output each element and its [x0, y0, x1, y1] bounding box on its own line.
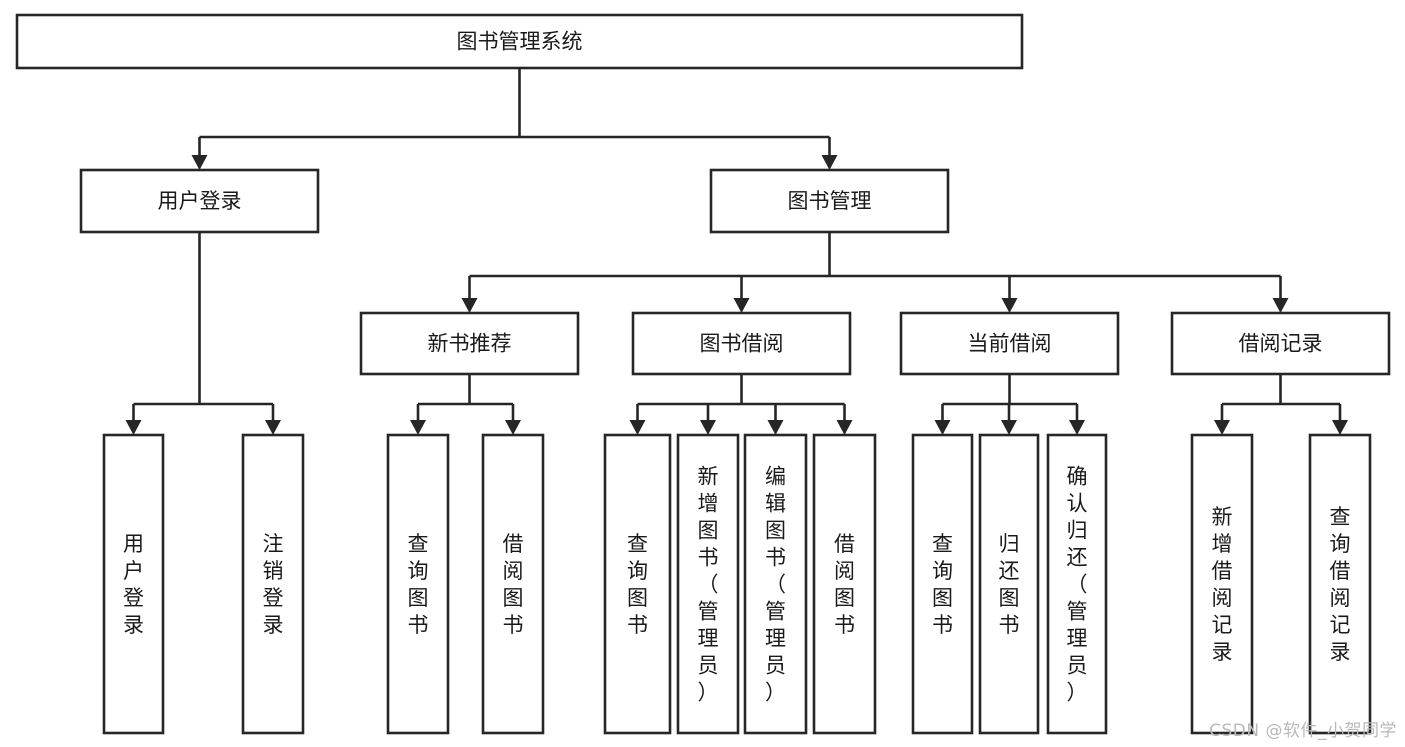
node-label: 图书借阅 [700, 332, 784, 356]
node-box-rect [603, 433, 672, 735]
connector-lines-group [125, 68, 1348, 435]
arrow-head-icon [821, 155, 838, 170]
node-leaf-10[interactable]: 确认归还（管理员） [1046, 433, 1108, 735]
node-leaf-7[interactable]: 借阅图书 [812, 433, 877, 735]
node-box-rect [241, 433, 305, 735]
node-label: 图书管理 [788, 189, 872, 213]
arrow-head-icon [836, 420, 853, 435]
arrow-head-icon [265, 420, 281, 435]
node-label: 新增借阅记录 [1212, 505, 1233, 664]
arrow-head-icon [1214, 420, 1230, 435]
node-leaf-12[interactable]: 查询借阅记录 [1308, 433, 1372, 735]
node-label: 查询图书 [932, 532, 953, 637]
node-label: 借阅记录 [1239, 332, 1323, 356]
node-label: 编辑图书（管理员） [765, 465, 786, 705]
node-box-rect [911, 433, 974, 735]
node-label: 归还图书 [999, 532, 1020, 637]
node-label: 借阅图书 [834, 532, 855, 637]
node-box-rect [1308, 433, 1372, 735]
node-root-0[interactable]: 图书管理系统 [15, 13, 1024, 70]
node-label: 当前借阅 [968, 332, 1052, 356]
node-label: 查询借阅记录 [1330, 505, 1351, 664]
arrow-head-icon [125, 420, 142, 435]
node-leaf-11[interactable]: 新增借阅记录 [1190, 433, 1254, 735]
node-box-rect [359, 311, 580, 376]
node-label: 新书推荐 [428, 332, 512, 356]
node-level2-0[interactable]: 新书推荐 [359, 311, 580, 376]
arrow-head-icon [700, 420, 716, 435]
node-box-rect [1170, 311, 1391, 376]
node-level1-1[interactable]: 图书管理 [709, 168, 950, 234]
node-leaf-6[interactable]: 编辑图书（管理员） [743, 433, 808, 735]
arrow-head-icon [767, 420, 784, 435]
node-box-rect [79, 168, 320, 234]
node-leaf-3[interactable]: 借阅图书 [481, 433, 545, 735]
node-box-rect [15, 13, 1024, 70]
node-box-rect [812, 433, 877, 735]
node-box-rect [631, 311, 852, 376]
arrow-head-icon [505, 420, 521, 435]
arrow-head-icon [1001, 420, 1017, 435]
node-box-rect [743, 433, 808, 735]
node-label: 注销登录 [263, 532, 284, 637]
node-box-rect [102, 433, 165, 735]
arrow-head-icon [191, 155, 208, 170]
node-leaf-1[interactable]: 注销登录 [241, 433, 305, 735]
arrow-head-icon [733, 298, 750, 313]
node-label: 用户登录 [123, 532, 144, 637]
node-level2-2[interactable]: 当前借阅 [899, 311, 1120, 376]
node-leaf-9[interactable]: 归还图书 [978, 433, 1040, 735]
node-box-rect [899, 311, 1120, 376]
node-box-rect [1046, 433, 1108, 735]
node-box-rect [978, 433, 1040, 735]
node-level2-3[interactable]: 借阅记录 [1170, 311, 1391, 376]
node-level2-1[interactable]: 图书借阅 [631, 311, 852, 376]
node-box-rect [386, 433, 450, 735]
node-box-rect [676, 433, 740, 735]
node-level1-0[interactable]: 用户登录 [79, 168, 320, 234]
arrow-head-icon [1069, 420, 1085, 435]
node-box-rect [709, 168, 950, 234]
arrow-head-icon [629, 420, 646, 435]
arrow-head-icon [410, 420, 426, 435]
node-label: 借阅图书 [503, 532, 524, 637]
node-label: 确认归还（管理员） [1067, 465, 1088, 705]
node-leaf-2[interactable]: 查询图书 [386, 433, 450, 735]
arrow-head-icon [1332, 420, 1348, 435]
node-leaf-4[interactable]: 查询图书 [603, 433, 672, 735]
node-label: 图书管理系统 [457, 30, 583, 54]
arrow-head-icon [461, 298, 478, 313]
node-boxes-group: 图书管理系统用户登录图书管理新书推荐图书借阅当前借阅借阅记录用户登录注销登录查询… [15, 13, 1391, 735]
node-label: 新增图书（管理员） [698, 465, 719, 705]
node-leaf-5[interactable]: 新增图书（管理员） [676, 433, 740, 735]
node-box-rect [1190, 433, 1254, 735]
node-box-rect [481, 433, 545, 735]
node-label: 查询图书 [408, 532, 429, 637]
arrow-head-icon [1272, 298, 1289, 313]
node-label: 查询图书 [627, 532, 648, 637]
arrow-head-icon [1001, 298, 1018, 313]
node-label: 用户登录 [158, 189, 242, 213]
node-leaf-8[interactable]: 查询图书 [911, 433, 974, 735]
arrow-head-icon [934, 420, 951, 435]
node-leaf-0[interactable]: 用户登录 [102, 433, 165, 735]
